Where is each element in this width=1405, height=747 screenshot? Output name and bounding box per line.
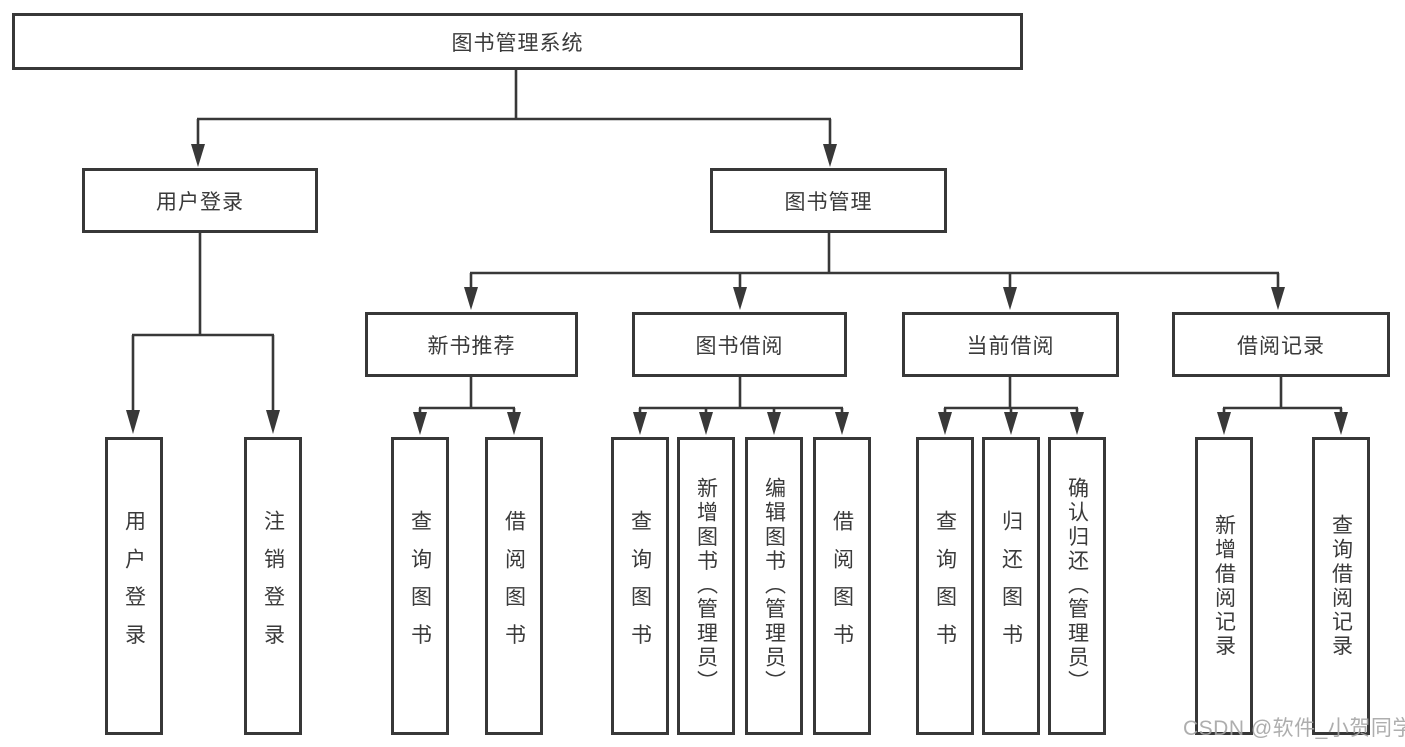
leaf-label: 编辑图书（管理员）: [762, 477, 786, 695]
leaf-label: 确认归还（管理员）: [1065, 477, 1089, 695]
leaf-add-book-admin: 新增图书（管理员）: [677, 437, 735, 735]
node-current-borrow: 当前借阅: [902, 312, 1119, 377]
leaf-query-books-2: 查询图书: [611, 437, 669, 735]
leaf-label: 归还图书: [999, 510, 1023, 662]
leaf-logout: 注销登录: [244, 437, 302, 735]
leaf-user-login: 用户登录: [105, 437, 163, 735]
leaf-label: 借阅图书: [830, 510, 854, 662]
node-book-borrow: 图书借阅: [632, 312, 847, 377]
csdn-watermark: CSDN @软件_小贺同学: [1183, 717, 1405, 740]
leaf-label: 查询图书: [933, 510, 957, 662]
node-root: 图书管理系统: [12, 13, 1023, 70]
leaf-add-borrow-record: 新增借阅记录: [1195, 437, 1253, 735]
leaf-return-book: 归还图书: [982, 437, 1040, 735]
leaf-label: 借阅图书: [502, 510, 526, 662]
leaf-label: 查询图书: [408, 510, 432, 662]
leaf-label: 新增图书（管理员）: [694, 477, 718, 695]
node-user-login: 用户登录: [82, 168, 318, 233]
leaf-label: 查询图书: [628, 510, 652, 662]
leaf-label: 注销登录: [261, 510, 285, 662]
leaf-edit-book-admin: 编辑图书（管理员）: [745, 437, 803, 735]
leaf-confirm-return-admin: 确认归还（管理员）: [1048, 437, 1106, 735]
leaf-borrow-books-1: 借阅图书: [485, 437, 543, 735]
node-new-book-rec: 新书推荐: [365, 312, 578, 377]
leaf-label: 查询借阅记录: [1329, 513, 1353, 659]
node-borrow-record: 借阅记录: [1172, 312, 1390, 377]
node-book-mgmt: 图书管理: [710, 168, 947, 233]
leaf-label: 新增借阅记录: [1212, 513, 1236, 659]
leaf-label: 用户登录: [122, 510, 146, 662]
leaf-borrow-books-2: 借阅图书: [813, 437, 871, 735]
leaf-query-books-3: 查询图书: [916, 437, 974, 735]
arrowheads: [126, 144, 1348, 435]
leaf-query-books-1: 查询图书: [391, 437, 449, 735]
leaf-query-borrow-record: 查询借阅记录: [1312, 437, 1370, 735]
